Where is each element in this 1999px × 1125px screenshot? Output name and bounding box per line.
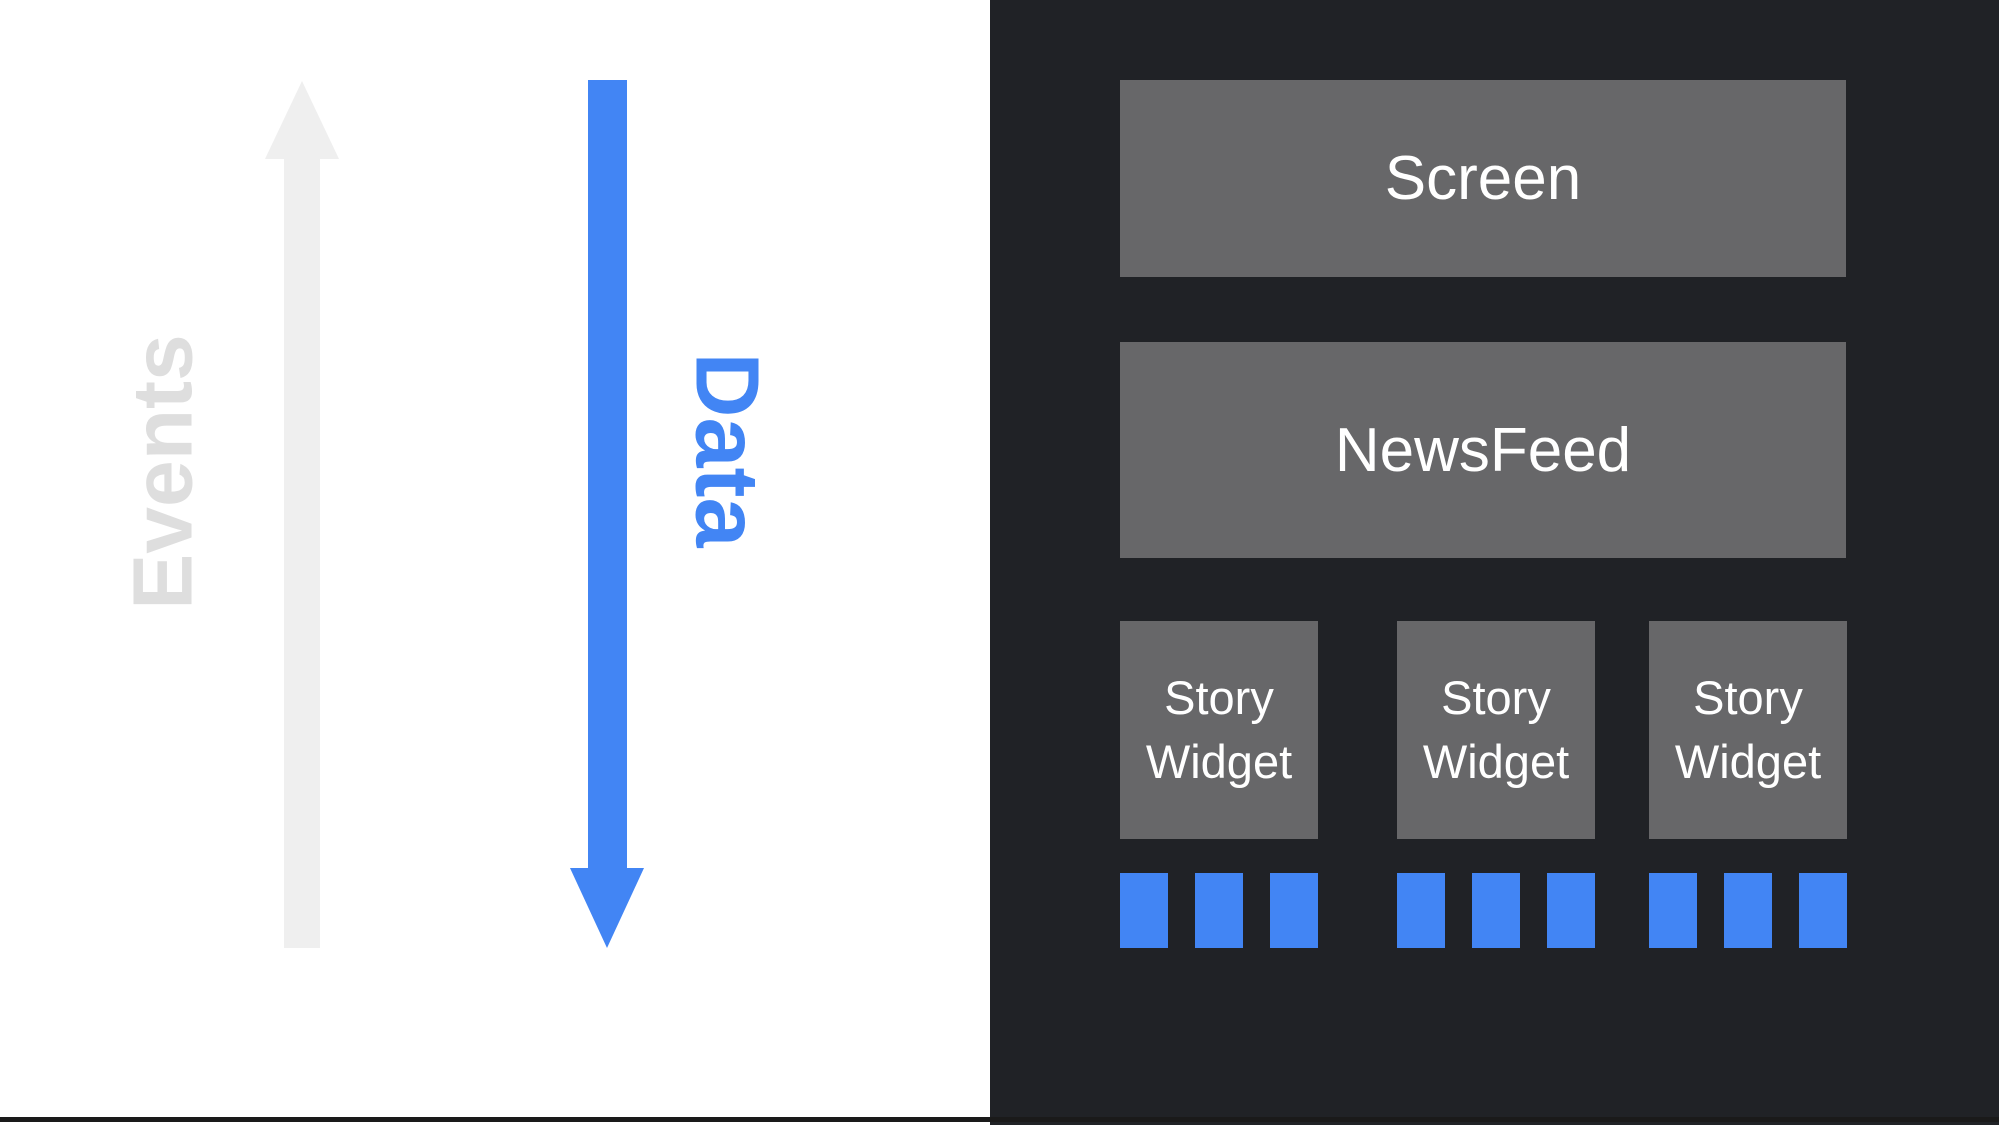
story-data-square [1195, 873, 1243, 948]
story-squares-group-3 [1649, 873, 1847, 948]
story-data-square [1270, 873, 1318, 948]
bottom-edge-rule [0, 1117, 1999, 1122]
data-label: Data [676, 352, 777, 548]
events-arrow-shaft [284, 158, 320, 948]
story-widget-box-3: Story Widget [1649, 621, 1847, 839]
story-squares-group-2 [1397, 873, 1595, 948]
story-data-square [1799, 873, 1847, 948]
events-arrow-head-icon [265, 81, 339, 159]
newsfeed-box: NewsFeed [1120, 342, 1846, 558]
newsfeed-label: NewsFeed [1334, 415, 1632, 485]
widget-tree-panel: Screen NewsFeed Story Widget Story Widge… [990, 0, 1999, 1125]
story-data-square [1724, 873, 1772, 948]
story-data-square [1120, 873, 1168, 948]
data-arrow-head-icon [570, 868, 644, 948]
story-data-square [1547, 873, 1595, 948]
story-widget-box-1: Story Widget [1120, 621, 1318, 839]
events-label: Events [115, 334, 210, 610]
story-widget-label: Story Widget [1674, 671, 1822, 788]
story-data-square [1397, 873, 1445, 948]
story-widget-box-2: Story Widget [1397, 621, 1595, 839]
story-squares-group-1 [1120, 873, 1318, 948]
data-arrow-shaft [588, 80, 627, 868]
story-widget-label: Story Widget [1145, 671, 1293, 788]
screen-label: Screen [1384, 144, 1582, 213]
story-widget-label: Story Widget [1422, 671, 1570, 788]
story-data-square [1472, 873, 1520, 948]
story-data-square [1649, 873, 1697, 948]
screen-box: Screen [1120, 80, 1846, 277]
